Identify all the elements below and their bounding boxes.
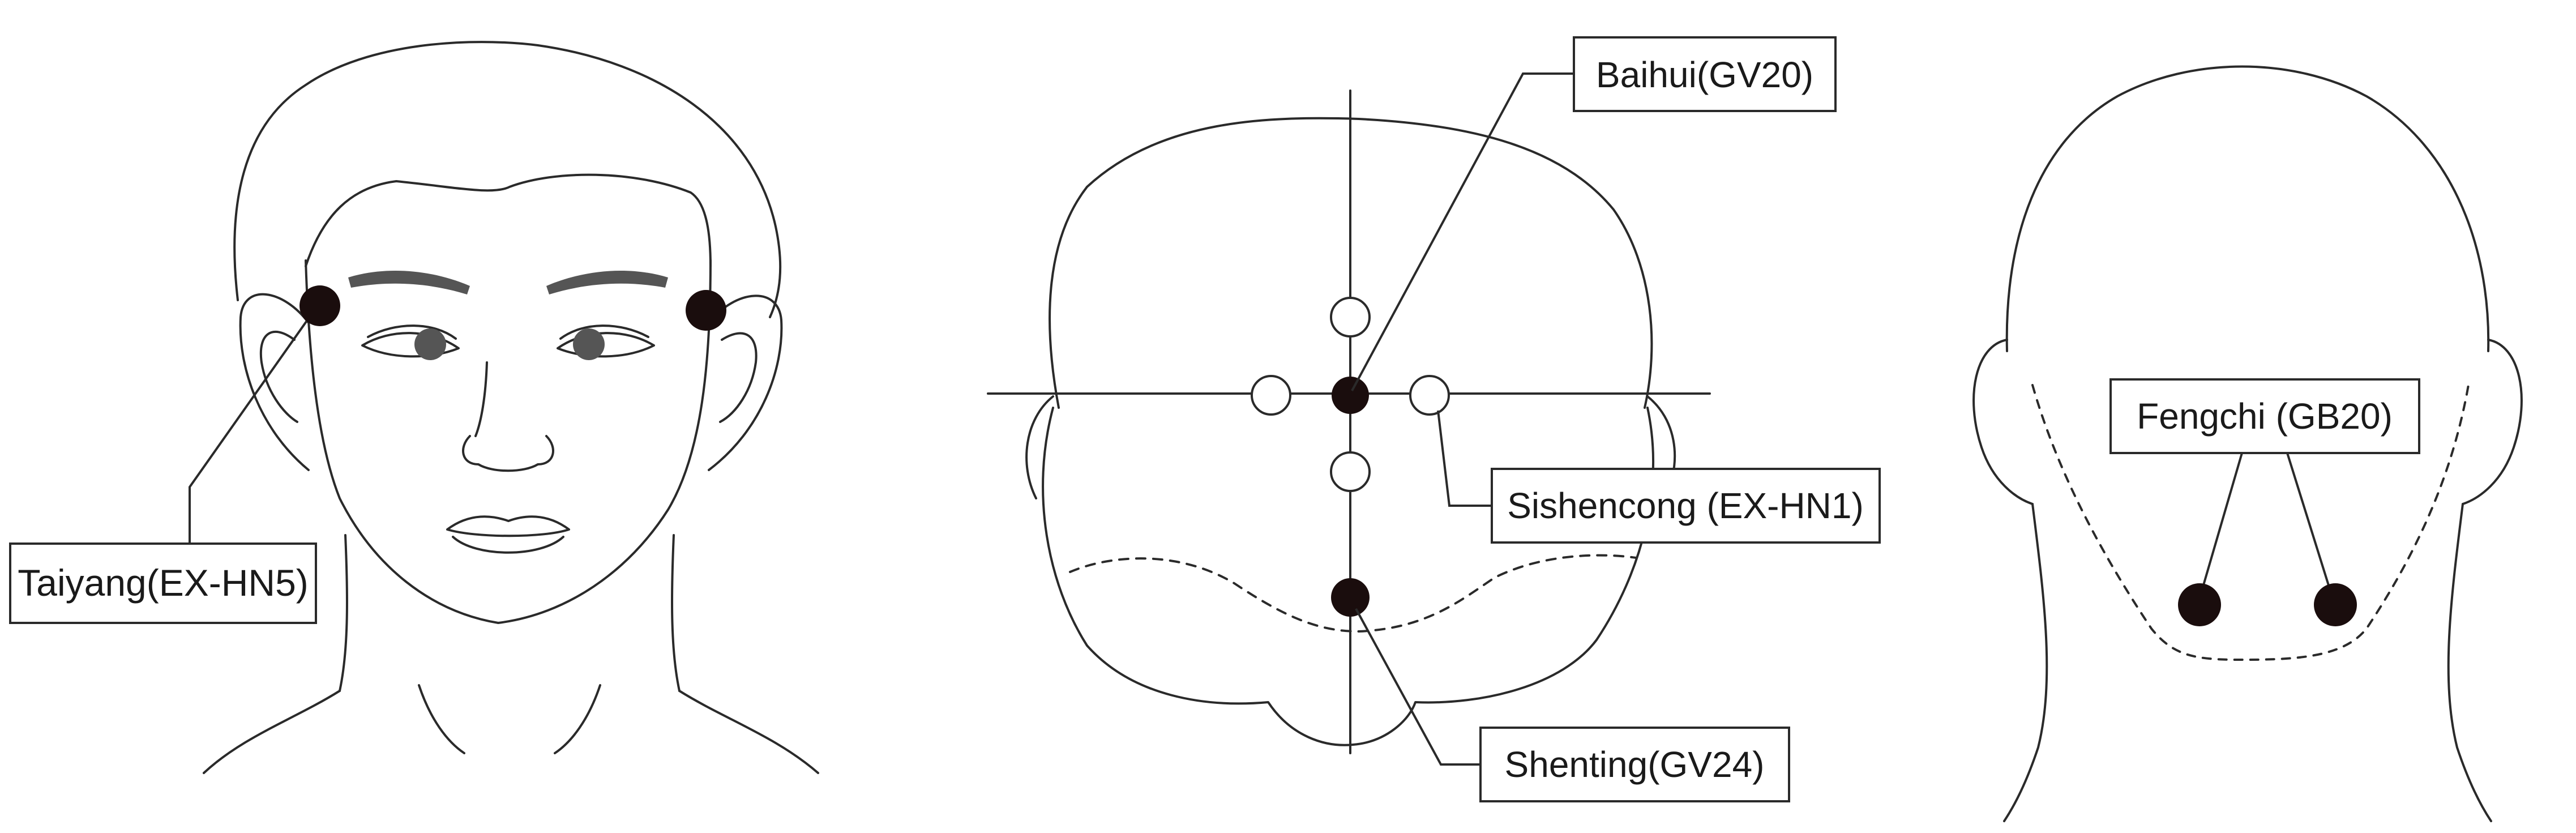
taiyang-leader-line xyxy=(189,309,315,544)
front-face-features-filled xyxy=(348,271,668,360)
back-right-ear xyxy=(2462,339,2523,505)
taiyang-annotation: Taiyang(EX-HN5) xyxy=(9,285,726,624)
right-eyebrow xyxy=(546,271,668,294)
sishencong-point-bottom xyxy=(1330,451,1371,492)
fengchi-point-left xyxy=(2178,583,2221,626)
hair-outline xyxy=(233,41,782,318)
shenting-label: Shenting(GV24) xyxy=(1505,744,1765,785)
shenting-leader-line xyxy=(1355,608,1480,766)
back-hairline-dashed xyxy=(2031,384,2470,661)
top-head-points xyxy=(1251,297,1450,617)
upper-lip xyxy=(446,515,570,537)
nose-bridge xyxy=(474,361,488,437)
baihui-annotation: Baihui(GV20) xyxy=(1351,36,1837,391)
skull-outline xyxy=(1049,117,1653,409)
sishencong-point-top xyxy=(1330,297,1371,338)
back-head-panel xyxy=(1972,65,2523,822)
right-shoulder xyxy=(678,690,819,774)
fengchi-annotation: Fengchi (GB20) xyxy=(2109,378,2420,626)
taiyang-label-box xyxy=(9,542,317,624)
shenting-label-box xyxy=(1479,727,1790,802)
face-outline xyxy=(305,259,712,624)
shenting-point xyxy=(1331,578,1370,617)
lower-head-outline xyxy=(1042,407,1654,746)
fengchi-label-box xyxy=(2109,378,2420,454)
hairline xyxy=(305,173,712,267)
back-left-ear xyxy=(1972,339,2034,505)
sishencong-label-box xyxy=(1491,468,1881,544)
baihui-leader-line xyxy=(1351,72,1574,391)
fengchi-point-right xyxy=(2314,583,2357,626)
back-head-outline xyxy=(2005,65,2490,352)
shenting-annotation: Shenting(GV24) xyxy=(1355,608,1790,802)
fengchi-label: Fengchi (GB20) xyxy=(2137,396,2393,437)
collarbone-right xyxy=(554,684,601,754)
baihui-label: Baihui(GV20) xyxy=(1596,54,1813,95)
sishencong-point-left xyxy=(1251,375,1291,416)
sishencong-leader-line xyxy=(1437,410,1492,507)
collarbone-left xyxy=(418,684,465,754)
taiyang-point-right xyxy=(686,290,726,331)
right-eyelid xyxy=(559,324,649,340)
neck-left xyxy=(339,534,348,692)
nose-base xyxy=(462,435,554,472)
left-pupil xyxy=(414,328,446,360)
neck-right xyxy=(671,534,681,692)
left-ear xyxy=(239,293,310,471)
back-neck-right xyxy=(2447,503,2492,822)
fengchi-leader-left xyxy=(2201,452,2243,589)
baihui-label-box xyxy=(1573,36,1837,112)
left-eyelid xyxy=(367,324,457,340)
left-ear-top xyxy=(1025,395,1054,499)
sishencong-label: Sishencong (EX-HN1) xyxy=(1507,485,1864,526)
back-neck-left xyxy=(2003,503,2048,822)
sishencong-annotation: Sishencong (EX-HN1) xyxy=(1437,410,1881,544)
lower-lip xyxy=(452,536,564,554)
left-eye-outline xyxy=(361,332,460,358)
right-pupil xyxy=(573,328,605,360)
taiyang-label: Taiyang(EX-HN5) xyxy=(18,562,309,604)
fengchi-leader-right xyxy=(2286,452,2331,589)
hairline-dashed xyxy=(1069,554,1637,633)
left-eyebrow xyxy=(348,271,470,294)
right-ear xyxy=(708,294,783,471)
taiyang-point-left xyxy=(299,285,340,326)
sishencong-point-right xyxy=(1409,375,1450,416)
left-shoulder xyxy=(203,690,341,774)
right-ear-inner xyxy=(719,332,758,423)
left-ear-inner xyxy=(259,330,298,423)
baihui-point xyxy=(1332,377,1369,414)
